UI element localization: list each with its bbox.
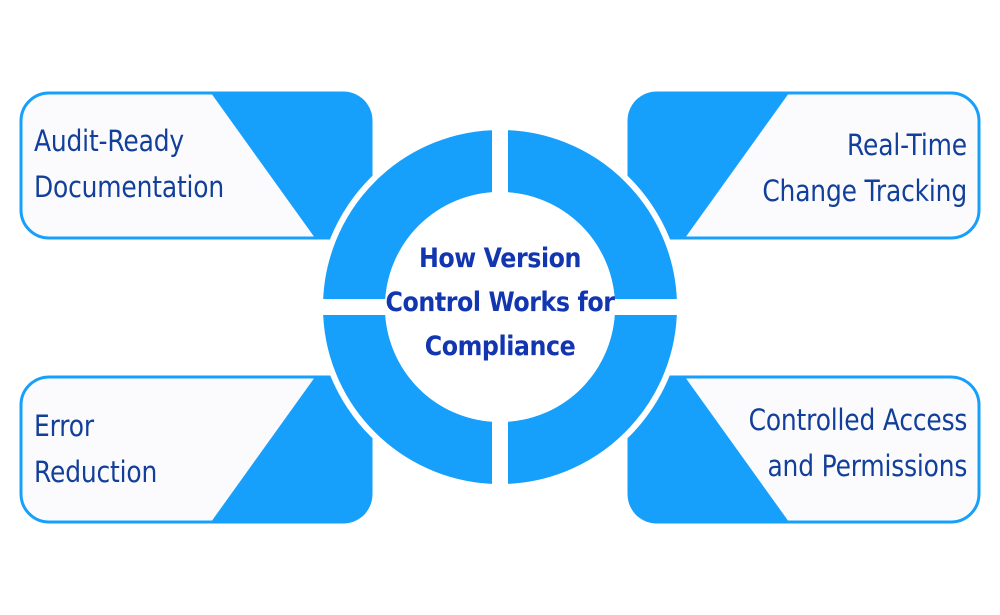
- box-audit-ready-accent: [211, 93, 371, 238]
- error-reduction-label-line-1: Error: [34, 409, 94, 443]
- controlled-access-label-line-2: and Permissions: [767, 449, 967, 483]
- box-real-time-accent: [629, 93, 789, 238]
- center-title-line-3: Compliance: [424, 331, 576, 362]
- real-time-label-line-2: Change Tracking: [762, 174, 967, 208]
- box-real-time: [627, 91, 981, 240]
- error-reduction-label-line-2: Reduction: [34, 455, 158, 489]
- center-title-line-2: Control Works for: [385, 287, 615, 318]
- center-title-line-1: How Version: [418, 243, 582, 274]
- controlled-access-label-line-1: Controlled Access: [748, 403, 967, 437]
- center-title: How Version Control Works for Compliance: [377, 237, 623, 369]
- audit-ready-label: Audit-Ready Documentation: [34, 118, 224, 210]
- audit-ready-label-line-2: Documentation: [34, 170, 225, 204]
- box-controlled-access-accent: [629, 377, 789, 522]
- real-time-label: Real-Time Change Tracking: [762, 122, 967, 214]
- center-ring: [312, 120, 688, 495]
- box-error-reduction-accent: [211, 377, 371, 522]
- box-audit-ready: [19, 91, 373, 240]
- box-error-reduction: [19, 375, 373, 524]
- box-controlled-access: [627, 375, 981, 524]
- error-reduction-label: Error Reduction: [34, 403, 157, 495]
- audit-ready-label-line-1: Audit-Ready: [34, 124, 184, 158]
- real-time-label-line-1: Real-Time: [847, 128, 967, 162]
- center-ring-hub: [385, 192, 615, 422]
- controlled-access-label: Controlled Access and Permissions: [748, 397, 967, 489]
